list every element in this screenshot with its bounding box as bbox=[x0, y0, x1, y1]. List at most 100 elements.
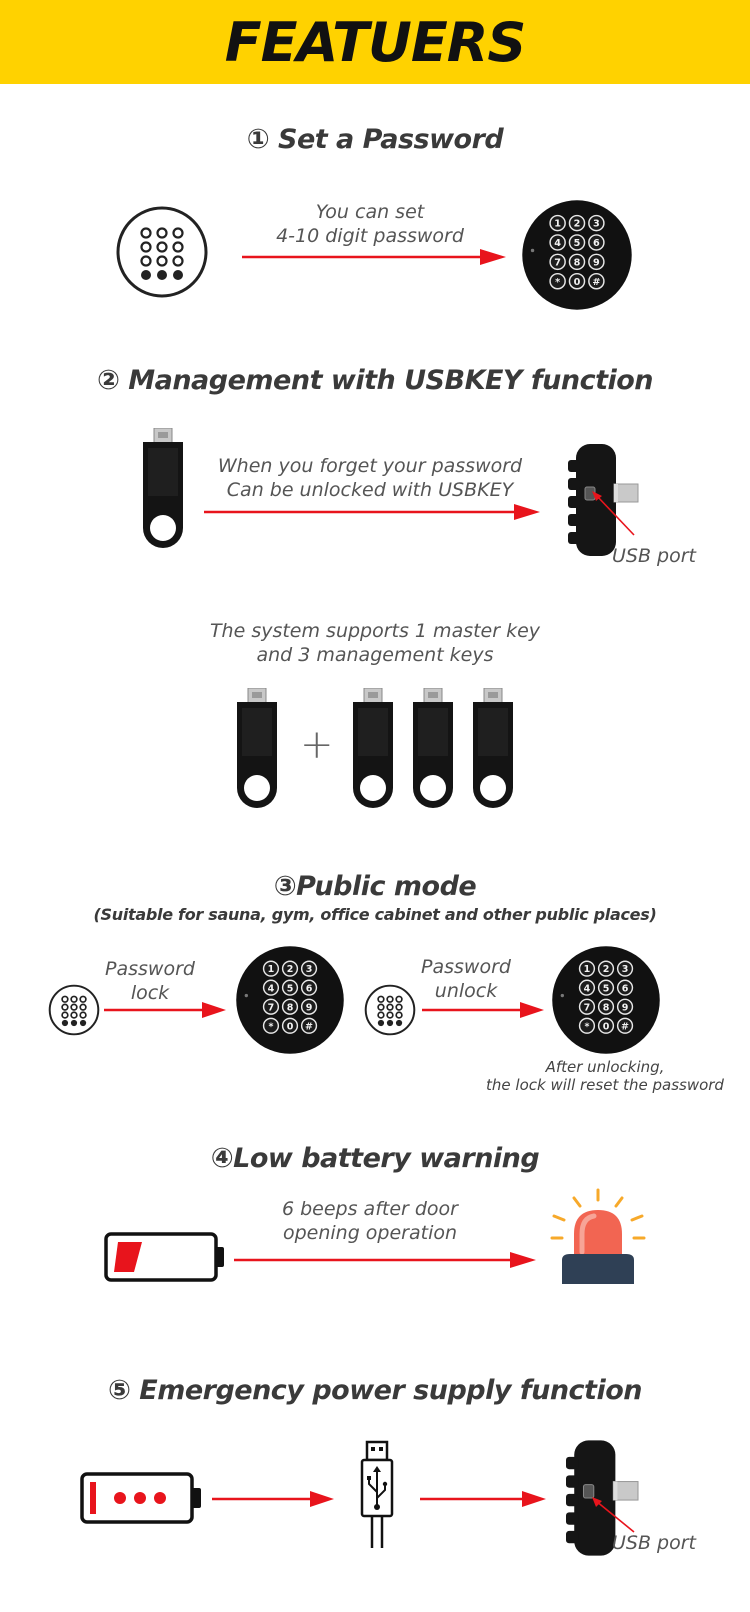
svg-text:2: 2 bbox=[603, 964, 610, 975]
keypad-key: 2 bbox=[281, 960, 299, 977]
svg-text:2: 2 bbox=[287, 964, 294, 975]
svg-text:3: 3 bbox=[622, 964, 629, 975]
keypad-outline-icon bbox=[364, 984, 416, 1036]
section-title-password: ① Set a Password bbox=[246, 124, 504, 155]
keypad-key: 5 bbox=[281, 979, 299, 996]
keypad-key: 3 bbox=[588, 214, 605, 232]
usb-key-image bbox=[140, 427, 186, 554]
keypad-key: 5 bbox=[597, 979, 615, 996]
svg-text:8: 8 bbox=[603, 1002, 610, 1013]
management-key-image bbox=[410, 687, 456, 814]
usb-plug-icon bbox=[360, 1440, 394, 1548]
svg-text:4: 4 bbox=[554, 238, 561, 249]
unlock-caption-line-2: unlock bbox=[434, 980, 498, 1002]
section-title-public-mode: ③Public mode bbox=[273, 871, 477, 902]
keypad-key: 1 bbox=[578, 960, 596, 977]
password-caption-line-1: You can set bbox=[315, 201, 425, 223]
keypad-key: 7 bbox=[549, 253, 566, 271]
svg-text:4: 4 bbox=[268, 983, 275, 994]
svg-text:4: 4 bbox=[584, 983, 591, 994]
battery-caption-line-2: opening operation bbox=[282, 1222, 458, 1244]
svg-text:7: 7 bbox=[268, 1002, 275, 1013]
svg-text:8: 8 bbox=[574, 257, 581, 268]
usb-key-svg bbox=[353, 687, 393, 808]
reset-note-line-1: After unlocking, bbox=[545, 1058, 665, 1076]
keypad-key: 4 bbox=[549, 234, 566, 251]
svg-text:0: 0 bbox=[574, 277, 581, 288]
svg-text:5: 5 bbox=[287, 983, 294, 994]
usbkey-caption-line-2: Can be unlocked with USBKEY bbox=[226, 479, 514, 501]
svg-text:#: # bbox=[621, 1021, 629, 1032]
battery-power-icon bbox=[80, 1472, 201, 1524]
keypad-key: 8 bbox=[568, 253, 586, 271]
svg-text:6: 6 bbox=[306, 983, 313, 994]
keypad-key: * bbox=[262, 1017, 280, 1034]
svg-text:6: 6 bbox=[622, 983, 629, 994]
keys-caption-line-2: and 3 management keys bbox=[256, 644, 494, 666]
battery-caption-line-1: 6 beeps after door bbox=[281, 1198, 458, 1220]
keypad-key: 1 bbox=[262, 960, 280, 977]
section-title-emergency-power: ⑤ Emergency power supply function bbox=[107, 1375, 643, 1406]
svg-text:3: 3 bbox=[306, 964, 313, 975]
reset-note-line-2: the lock will reset the password bbox=[486, 1076, 724, 1094]
public-mode-subtitle: (Suitable for sauna, gym, office cabinet… bbox=[93, 905, 657, 924]
svg-text:*: * bbox=[584, 1021, 589, 1032]
keypad-key: 5 bbox=[568, 234, 586, 251]
keypad-key: 6 bbox=[300, 979, 318, 996]
keypad-key: 4 bbox=[578, 979, 596, 996]
svg-text:1: 1 bbox=[554, 219, 561, 230]
management-key-image bbox=[350, 687, 396, 814]
keypad-key: # bbox=[300, 1017, 318, 1034]
port-pointer-icon bbox=[592, 1497, 635, 1533]
management-key-image bbox=[470, 687, 516, 814]
keypad-key: 8 bbox=[281, 998, 299, 1015]
svg-text:8: 8 bbox=[287, 1002, 294, 1013]
arrow-right-icon bbox=[204, 504, 540, 520]
usb-port-label: USB port bbox=[612, 1532, 696, 1554]
keypad-key: 6 bbox=[616, 979, 634, 996]
svg-text:#: # bbox=[305, 1021, 313, 1032]
alarm-siren-icon bbox=[550, 1188, 646, 1284]
keypad-key: 0 bbox=[568, 272, 586, 290]
battery-low-icon bbox=[104, 1232, 224, 1282]
keypad-key: 0 bbox=[281, 1017, 299, 1034]
page-title: FEATUERS bbox=[224, 10, 526, 74]
svg-text:9: 9 bbox=[593, 257, 600, 268]
svg-text:*: * bbox=[268, 1021, 273, 1032]
section-title-low-battery: ④Low battery warning bbox=[210, 1143, 540, 1174]
arrow-right-icon bbox=[212, 1491, 334, 1507]
usb-key-svg bbox=[237, 687, 277, 808]
svg-text:7: 7 bbox=[584, 1002, 591, 1013]
keypad-key: 3 bbox=[616, 960, 634, 977]
keypad-key: 7 bbox=[262, 998, 280, 1015]
keypad-key: 9 bbox=[588, 253, 605, 271]
svg-text:6: 6 bbox=[593, 238, 600, 249]
svg-text:9: 9 bbox=[622, 1002, 629, 1013]
keypad-outline-icon bbox=[116, 206, 208, 298]
svg-text:2: 2 bbox=[574, 219, 581, 230]
port-pointer-icon bbox=[592, 491, 635, 536]
arrow-right-icon bbox=[422, 1002, 544, 1018]
svg-text:7: 7 bbox=[554, 257, 561, 268]
plus-sign: + bbox=[300, 722, 334, 768]
svg-text:*: * bbox=[555, 277, 560, 288]
arrow-right-icon bbox=[242, 249, 506, 265]
arrow-right-icon bbox=[420, 1491, 546, 1507]
keypad-key: 4 bbox=[262, 979, 280, 996]
master-key-image bbox=[234, 687, 280, 814]
lock-side-view-image bbox=[566, 1440, 639, 1556]
keypad-key: 0 bbox=[597, 1017, 615, 1034]
keypad-key: # bbox=[616, 1017, 634, 1034]
keypad-key: 9 bbox=[616, 998, 634, 1015]
svg-text:1: 1 bbox=[268, 964, 275, 975]
usb-key-svg bbox=[143, 427, 183, 548]
keys-caption-line-1: The system supports 1 master key bbox=[209, 620, 541, 642]
usbkey-caption-line-1: When you forget your password bbox=[217, 455, 523, 477]
keypad-key: 1 bbox=[549, 214, 566, 232]
arrow-right-icon bbox=[234, 1252, 536, 1268]
